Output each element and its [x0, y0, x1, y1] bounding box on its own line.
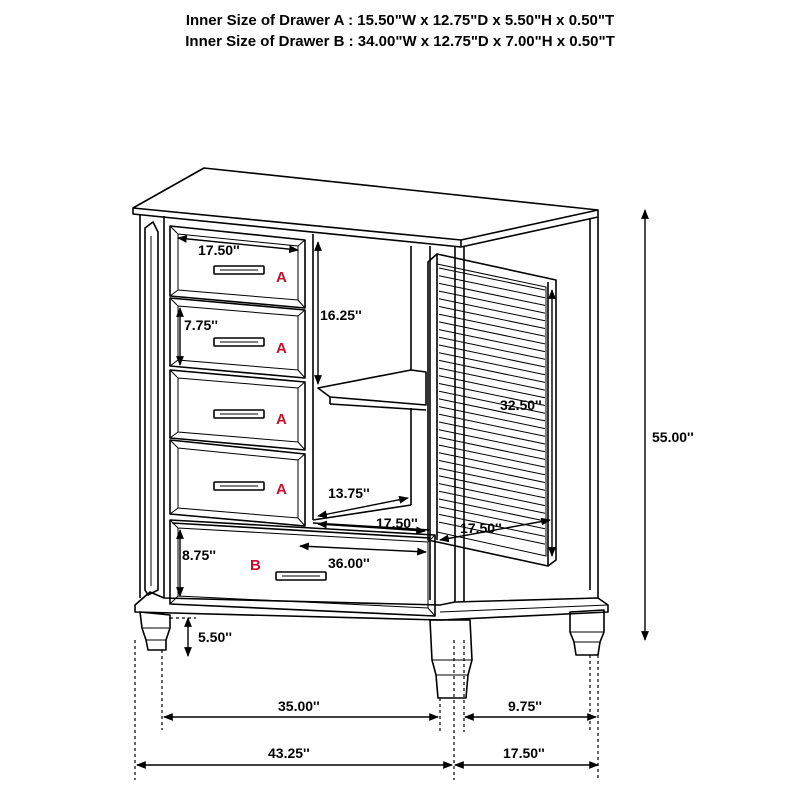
- louver-slat: [438, 498, 546, 522]
- drawer-label-a2: A: [276, 340, 287, 357]
- louver-slat: [438, 344, 546, 368]
- dim-overall-height: 55.00'': [652, 429, 694, 445]
- back-right-leg: [569, 609, 605, 656]
- louver-slat: [438, 367, 546, 391]
- louver-slat: [438, 467, 546, 491]
- dim-cabinet-width: 17.50'': [376, 515, 418, 531]
- dim-drawer-width: 17.50'': [198, 242, 240, 258]
- drawer-a-3: [169, 369, 306, 451]
- front-right-leg: [429, 619, 473, 699]
- louver-slat: [438, 359, 546, 383]
- drawer-b-inner-size: Inner Size of Drawer B : 34.00"W x 12.75…: [185, 33, 615, 50]
- louvered-door: [427, 253, 557, 567]
- drawer-label-b: B: [250, 557, 261, 574]
- louver-slat: [438, 398, 546, 422]
- cabinet-body: [134, 214, 609, 621]
- louver-slat: [438, 306, 546, 329]
- louver-slat: [438, 383, 546, 406]
- drawer-label-a4: A: [276, 481, 287, 498]
- louver-slat: [438, 282, 546, 306]
- louver-slat: [438, 290, 546, 314]
- top-board: [132, 167, 599, 248]
- dim-drawer-a-height: 7.75'': [184, 317, 218, 333]
- dim-side-inner-depth: 9.75'': [508, 698, 542, 714]
- louver-slat: [438, 321, 546, 345]
- louver-slat: [438, 336, 546, 360]
- dim-overall-depth: 17.50'': [503, 745, 545, 761]
- drawer-label-a3: A: [276, 411, 287, 428]
- louver-slat: [438, 436, 546, 460]
- dim-overall-width: 43.25'': [268, 745, 310, 761]
- louver-slat: [438, 298, 546, 322]
- dim-door-height: 32.50'': [500, 397, 542, 413]
- drawer-a-inner-size: Inner Size of Drawer A : 15.50"W x 12.75…: [185, 12, 615, 29]
- louver-slat: [438, 352, 546, 376]
- dim-front-inner-width: 35.00'': [278, 698, 320, 714]
- louver-slat: [438, 375, 546, 399]
- drawer-a-2: [169, 297, 306, 379]
- louver-slat: [438, 313, 546, 337]
- drawer-b: [169, 519, 436, 617]
- louver-slat: [438, 475, 546, 499]
- louver-slat: [438, 421, 546, 445]
- louver-slat: [438, 483, 546, 507]
- louver-slat: [438, 490, 546, 514]
- louver-slat: [438, 444, 546, 468]
- drawer-size-header: Inner Size of Drawer A : 15.50"W x 12.75…: [0, 10, 800, 52]
- dim-leg-height: 5.50'': [198, 629, 232, 645]
- louver-slat: [438, 275, 546, 299]
- drawer-label-a1: A: [276, 269, 287, 286]
- door-louvers: [438, 267, 546, 545]
- louver-slat: [438, 267, 546, 291]
- louver-slat: [438, 390, 546, 414]
- louver-slat: [438, 460, 546, 483]
- dim-shelf-depth: 13.75'': [328, 485, 370, 501]
- dim-door-width: 17.50'': [460, 520, 502, 536]
- louver-slat: [438, 406, 546, 430]
- dim-shelf-height: 16.25'': [320, 307, 362, 323]
- louver-slat: [438, 452, 546, 476]
- dimension-lines: [134, 209, 649, 780]
- dim-drawer-b-width: 36.00'': [328, 555, 370, 571]
- louver-slat: [438, 429, 546, 453]
- louver-slat: [438, 413, 546, 437]
- dim-drawer-b-height: 8.75'': [182, 547, 216, 563]
- louver-slat: [438, 329, 546, 353]
- drawer-a-4: [169, 439, 306, 527]
- drawer-a-1: [169, 225, 306, 309]
- front-left-leg: [139, 611, 171, 651]
